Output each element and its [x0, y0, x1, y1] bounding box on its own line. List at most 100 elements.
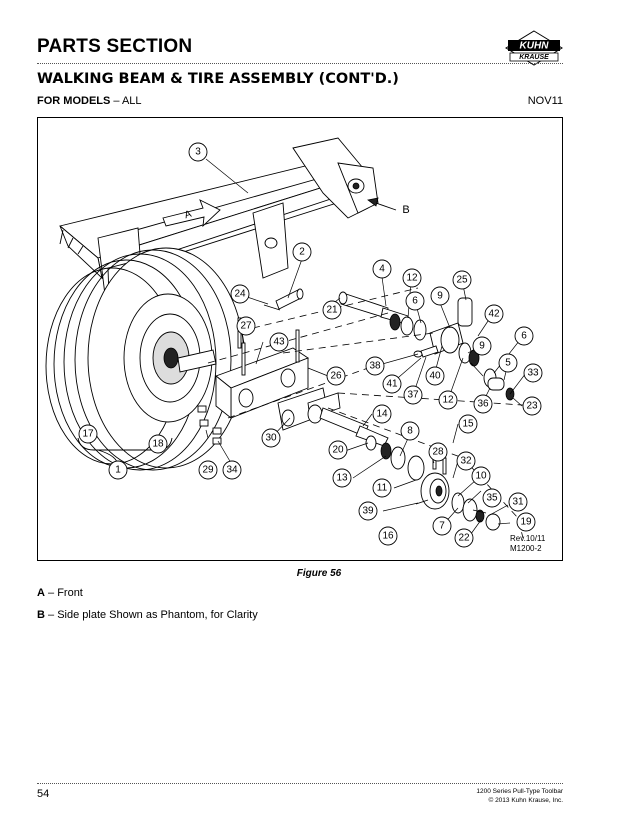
- exploded-diagram: A B: [45, 137, 543, 548]
- copyright: © 2013 Kuhn Krause, Inc.: [488, 797, 563, 804]
- figure-caption: Figure 56: [296, 568, 342, 579]
- svg-text:8: 8: [407, 426, 413, 437]
- svg-text:42: 42: [488, 309, 500, 320]
- svg-text:19: 19: [520, 517, 532, 528]
- figure-box: A B: [37, 117, 563, 561]
- revision-block: Rev.10/11 M1200-2: [510, 534, 545, 554]
- callout-22: 22: [454, 528, 474, 548]
- footer-info: 1200 Series Pull-Type Toolbar © 2013 Kuh…: [476, 787, 563, 805]
- svg-text:18: 18: [152, 439, 164, 450]
- note-a-letter: A: [37, 587, 45, 599]
- callout-31: 31: [508, 492, 528, 512]
- svg-text:29: 29: [202, 465, 214, 476]
- callout-24: 24: [230, 284, 250, 304]
- svg-text:22: 22: [458, 533, 470, 544]
- callout-20: 20: [328, 440, 348, 460]
- callout-40: 40: [425, 366, 445, 386]
- callout-38: 38: [365, 356, 385, 376]
- svg-text:5: 5: [505, 358, 511, 369]
- pivot-pin: [263, 288, 304, 311]
- svg-text:6: 6: [521, 331, 527, 342]
- callout-29: 29: [198, 460, 218, 480]
- svg-text:3: 3: [195, 147, 201, 158]
- logo-bottom-text: KRAUSE: [519, 54, 549, 61]
- callout-9b: 9: [472, 336, 492, 356]
- svg-text:28: 28: [432, 447, 444, 458]
- svg-text:41: 41: [386, 379, 398, 390]
- callout-39: 39: [358, 501, 378, 521]
- svg-text:10: 10: [475, 471, 487, 482]
- models-value: – ALL: [113, 95, 142, 107]
- svg-text:12: 12: [406, 273, 418, 284]
- svg-text:31: 31: [512, 497, 524, 508]
- footer-rule: [37, 783, 563, 784]
- svg-text:36: 36: [477, 399, 489, 410]
- note-a-text: – Front: [48, 587, 83, 599]
- svg-text:35: 35: [486, 493, 498, 504]
- svg-text:32: 32: [460, 456, 472, 467]
- svg-text:33: 33: [527, 368, 539, 379]
- svg-text:13: 13: [336, 473, 348, 484]
- svg-text:9: 9: [479, 341, 485, 352]
- callout-26: 26: [326, 366, 346, 386]
- svg-text:38: 38: [369, 361, 381, 372]
- callout-25: 25: [452, 270, 472, 290]
- models-line: FOR MODELS – ALL: [37, 95, 142, 107]
- section-title: PARTS SECTION: [37, 36, 193, 57]
- models-label: FOR MODELS: [37, 95, 111, 107]
- callout-23: 23: [522, 396, 542, 416]
- side-plate-arrow: B: [367, 197, 410, 216]
- callout-4: 4: [372, 259, 392, 279]
- svg-text:11: 11: [377, 483, 388, 494]
- letter-a: A: [183, 209, 193, 222]
- upper-bearing-stack: [389, 297, 515, 401]
- beam-mount: [277, 387, 341, 431]
- callout-32: 32: [456, 451, 476, 471]
- callout-30: 30: [261, 428, 281, 448]
- callout-33: 33: [523, 363, 543, 383]
- svg-text:23: 23: [526, 401, 538, 412]
- revision-date: NOV11: [527, 95, 563, 107]
- callout-19: 19: [516, 512, 536, 532]
- callout-12a: 12: [402, 268, 422, 288]
- note-a: A – Front: [37, 587, 83, 599]
- note-b: B – Side plate Shown as Phantom, for Cla…: [37, 609, 258, 621]
- svg-text:39: 39: [362, 506, 374, 517]
- callout-3: 3: [188, 142, 208, 162]
- drawing-id: M1200-2: [510, 544, 542, 553]
- page-number: 54: [37, 788, 50, 800]
- svg-text:12: 12: [442, 395, 454, 406]
- walking-beam: [197, 317, 309, 445]
- callout-28: 28: [428, 442, 448, 462]
- wheel-spindle: [177, 349, 217, 373]
- callout-5: 5: [498, 353, 518, 373]
- callout-15: 15: [458, 414, 478, 434]
- svg-text:43: 43: [273, 337, 285, 348]
- front-arrow: A: [162, 199, 221, 228]
- callout-8: 8: [400, 421, 420, 441]
- callout-2: 2: [292, 242, 312, 262]
- tire: [45, 247, 245, 471]
- logo-top-text: KUHN: [520, 41, 550, 52]
- note-b-text: – Side plate Shown as Phantom, for Clari…: [48, 609, 258, 621]
- callout-14: 14: [372, 404, 392, 424]
- callout-9a: 9: [430, 286, 450, 306]
- callout-1: 1: [108, 460, 128, 480]
- svg-text:4: 4: [379, 264, 385, 275]
- callout-41: 41: [382, 374, 402, 394]
- svg-text:24: 24: [234, 289, 246, 300]
- callout-10: 10: [471, 466, 491, 486]
- svg-text:21: 21: [326, 305, 338, 316]
- callout-labels: 1 2 3 4 6 8 9 10 12 13 14 15 16 17 18 19…: [78, 142, 543, 548]
- svg-text:1: 1: [115, 465, 121, 476]
- page-heading: WALKING BEAM & TIRE ASSEMBLY (CONT'D.): [37, 71, 399, 87]
- callout-17: 17: [78, 424, 98, 444]
- svg-text:27: 27: [240, 321, 252, 332]
- callout-21: 21: [322, 300, 342, 320]
- svg-text:6: 6: [412, 296, 418, 307]
- callout-27: 27: [236, 316, 256, 336]
- svg-text:34: 34: [226, 465, 238, 476]
- callout-37: 37: [403, 385, 423, 405]
- svg-text:15: 15: [462, 419, 474, 430]
- callout-18: 18: [148, 434, 168, 454]
